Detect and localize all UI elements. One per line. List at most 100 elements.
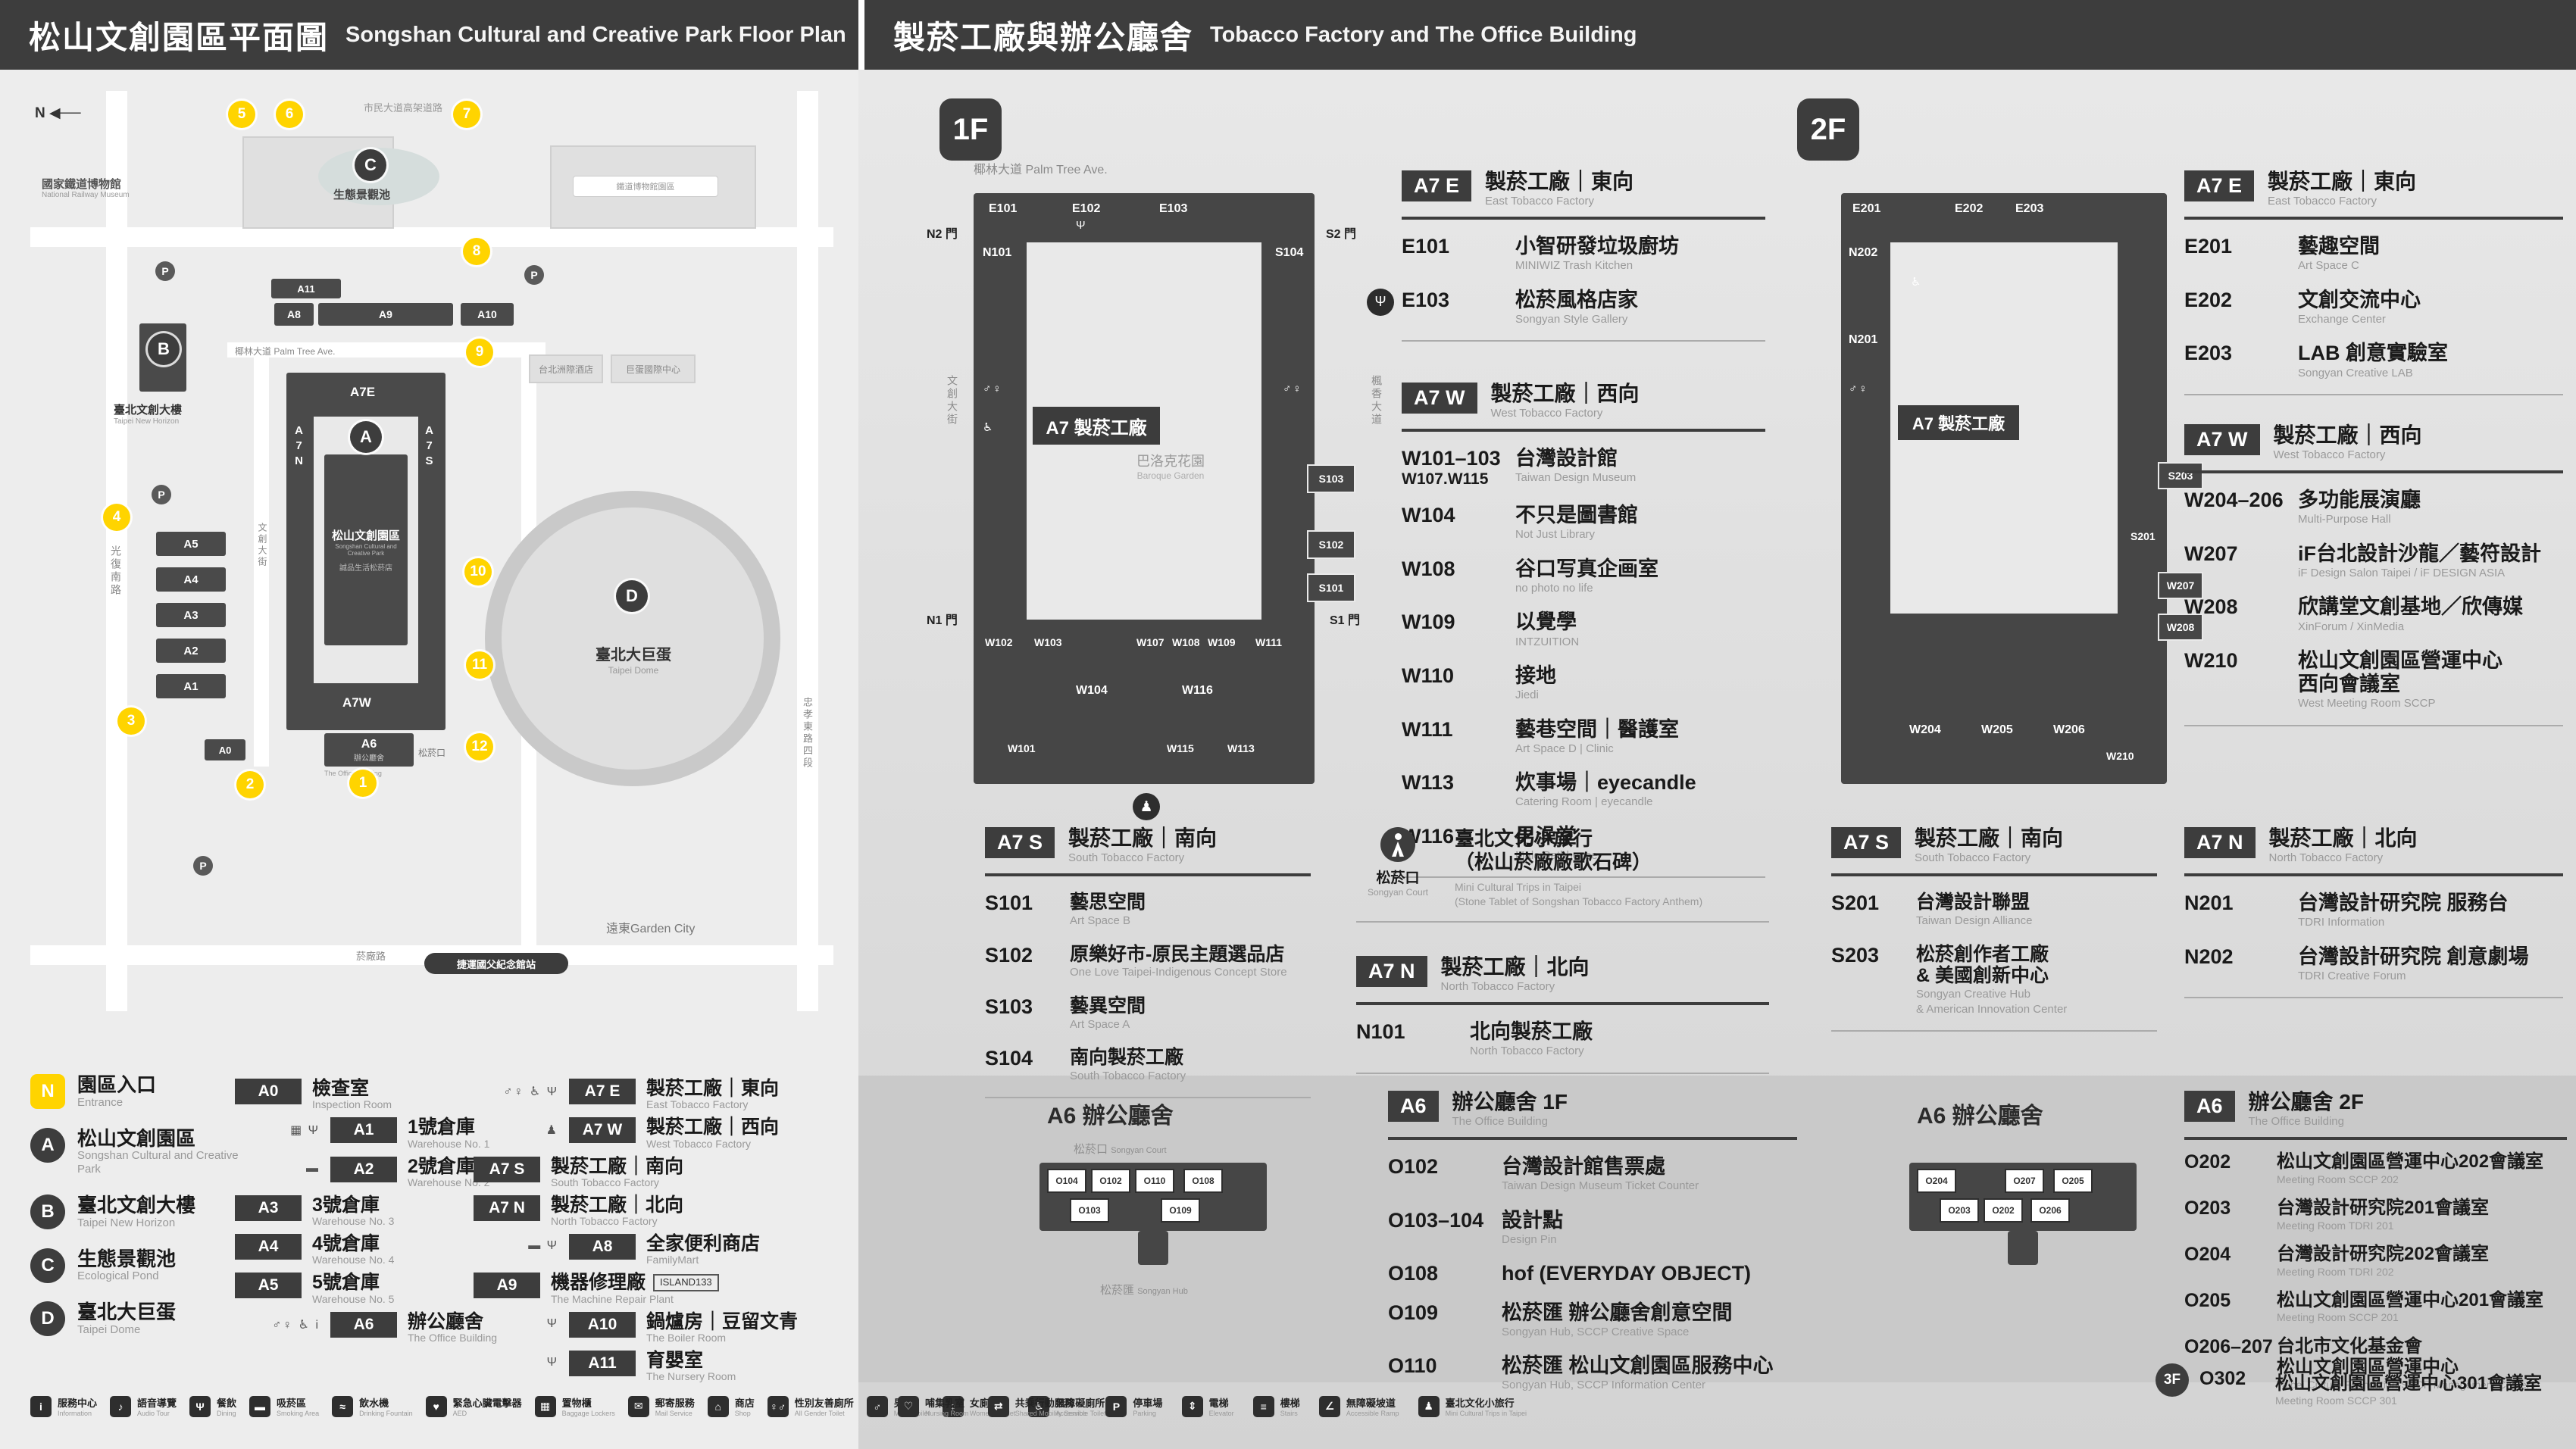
accessible-icon: ♿ <box>983 421 995 434</box>
room-name-en: Songyan Hub, SCCP Creative Space <box>1502 1325 1690 1338</box>
palm-en: Palm Tree Ave. <box>1025 164 1108 176</box>
legend-landmark-item: A 松山文創園區 Songshan Cultural and Creative … <box>30 1127 252 1177</box>
legend-landmark-item: D 臺北大巨蛋 Taipei Dome <box>30 1301 252 1337</box>
room-name-zh: 台北市文化基金會 <box>2277 1335 2422 1357</box>
a7-center-label-2f: A7 製菸工廠 <box>1898 405 2019 440</box>
room-code: N201 <box>2184 892 2234 915</box>
legend-building-en: East Tobacco Factory <box>646 1098 749 1111</box>
room-code: O302 <box>2199 1368 2246 1389</box>
map-court-label: 松菸口 <box>418 748 446 758</box>
a6-room-o202: O202 <box>1984 1198 2023 1223</box>
map-center-label-zh: 松山文創園區 <box>331 529 400 542</box>
a6-room-o109: O109 <box>1161 1198 1200 1223</box>
legend-landmark-icon: D <box>30 1301 65 1337</box>
room-name-en: Meeting Room SCCP 301 <box>2275 1394 2397 1407</box>
section-title-en: West Tobacco Factory <box>1490 407 1603 420</box>
legend-building-row: A7 S 製菸工廠｜南向 South Tobacco Factory <box>474 1156 798 1188</box>
room-label-w204: W204 <box>1909 723 1941 736</box>
building-a10: A10 <box>461 303 514 326</box>
room-name-en: Songyan Creative LAB <box>2298 366 2413 379</box>
footer-item-zh: 語音導覽 <box>137 1397 177 1409</box>
legend-building-zh: 5號倉庫 <box>312 1272 380 1294</box>
legend-amenity-icons: Ψ <box>546 1355 558 1369</box>
room-name-zh: 不只是圖書館 <box>1515 504 1638 527</box>
panel-divider <box>858 0 864 70</box>
room-code: O202 <box>2184 1151 2231 1173</box>
room-name-en: South Tobacco Factory <box>1070 1069 1186 1082</box>
legend-building-row: A0 檢查室 Inspection Room <box>235 1079 497 1110</box>
legend-building-badge: A7 W <box>569 1117 636 1144</box>
room-code: S102 <box>985 943 1033 967</box>
legend-building-row: ♟ A7 W 製菸工廠｜西向 West Tobacco Factory <box>474 1117 798 1150</box>
room-label-w102: W102 <box>985 636 1013 648</box>
civic-blvd-label: 市民大道高架道路 <box>364 102 443 114</box>
building-a8: A8 <box>274 303 314 326</box>
room-name-zh: 接地 <box>1515 664 1556 688</box>
legend-amenity-icons: ▬ <box>306 1161 320 1175</box>
room-name-en: Songyan Style Gallery <box>1515 312 1628 326</box>
room-label-w103: W103 <box>1034 636 1062 648</box>
footer-item-en: Mail Service <box>655 1410 692 1417</box>
legend-building-en: Warehouse No. 5 <box>312 1292 395 1305</box>
map-center-label-sub: 誠品生活松菸店 <box>339 564 392 573</box>
footer-legend-left: i 服務中心 Information ♪ 語音導覽 Audio Tour Ψ 餐… <box>30 1395 1106 1417</box>
floorplan-2f: A7 製菸工廠 E201 E202 E203 N202 N201 ♂♀ ♿ S2… <box>1841 193 2203 799</box>
railway-museum-label-zh: 國家鐵道博物館 <box>42 178 122 191</box>
legend-amenity-icons: ♂♀ ♿ i <box>272 1318 320 1332</box>
map-marker-4: 4 <box>103 504 130 531</box>
room-label-e202: E202 <box>1955 202 1984 215</box>
room-name-zh: 台灣設計研究院 創意劇場 <box>2298 945 2529 968</box>
legend-building-badge: A7 E <box>569 1079 636 1104</box>
footer-item: ▬ 吸菸區 Smoking Area <box>249 1395 319 1417</box>
section-badge: A6 <box>1388 1091 1439 1122</box>
footer-item: ⇄ 共乘行動服務 Shared Mobility Service <box>987 1395 1086 1417</box>
legend-landmark-item: C 生態景觀池 Ecological Pond <box>30 1248 252 1284</box>
legend-landmark-en: Taipei New Horizon <box>77 1216 176 1229</box>
footer-item-en: Information <box>58 1410 92 1417</box>
room-name-zh: 台灣設計研究院201會議室 <box>2277 1198 2490 1219</box>
footer-item: ▦ 置物櫃 Baggage Lockers <box>534 1395 615 1417</box>
legend-building-zh: 全家便利商店 <box>646 1233 761 1254</box>
room-label-n202: N202 <box>1849 246 1878 259</box>
section-badge: A7 N <box>2184 827 2256 858</box>
room-name-zh: 多功能展演廳 <box>2298 489 2421 512</box>
legend-landmark-icon: B <box>30 1194 65 1230</box>
room-box-s101: S101 <box>1307 573 1355 602</box>
footer-item-icon: P <box>1105 1395 1127 1417</box>
a7-center-block: 松山文創園區 Songshan Cultural and Creative Pa… <box>324 454 408 645</box>
room-label-w205: W205 <box>1981 723 2013 736</box>
room-name-en: MINIWIZ Trash Kitchen <box>1515 259 1633 273</box>
b-label-zh: 臺北文創大樓 <box>114 404 183 417</box>
room-label-w109: W109 <box>1208 636 1236 648</box>
room-code: W104 <box>1402 504 1455 527</box>
room-name-zh: 台灣設計館售票處 <box>1502 1155 1665 1179</box>
room-name-zh: 藝異空間 <box>1070 995 1146 1016</box>
legend-building-zh: 4號倉庫 <box>312 1233 380 1254</box>
guangfu-rd-label: 光復南路 <box>110 545 122 597</box>
room-box-w207: W207 <box>2158 572 2203 599</box>
room-name-zh: 台灣設計聯盟 <box>1916 892 2030 913</box>
row-3f-o302: 3F O302 松山文創園區營運中心301會議室 Meeting Room SC… <box>2156 1363 2568 1407</box>
room-name-en: Meeting Room TDRI 202 <box>2277 1265 2394 1278</box>
legend-building-en: The Boiler Room <box>646 1331 727 1344</box>
room-name-en: Taiwan Design Museum Ticket Counter <box>1502 1179 1699 1193</box>
footer-item-en: Audio Tour <box>137 1410 170 1417</box>
footer-item-icon: ♡ <box>898 1395 919 1417</box>
footer-item: ⇕ 電梯 Elevator <box>1181 1395 1234 1417</box>
legend-landmark-item: B 臺北文創大樓 Taipei New Horizon <box>30 1194 252 1230</box>
map-center-label-en: Songshan Cultural and Creative Park <box>335 543 397 557</box>
court-label-zh: 松菸口 <box>1376 870 1420 886</box>
footer-item-zh: 緊急心臟電擊器 <box>452 1397 522 1409</box>
parking-icon: P <box>155 261 175 281</box>
room-name-zh: 文創交流中心 <box>2298 288 2421 311</box>
